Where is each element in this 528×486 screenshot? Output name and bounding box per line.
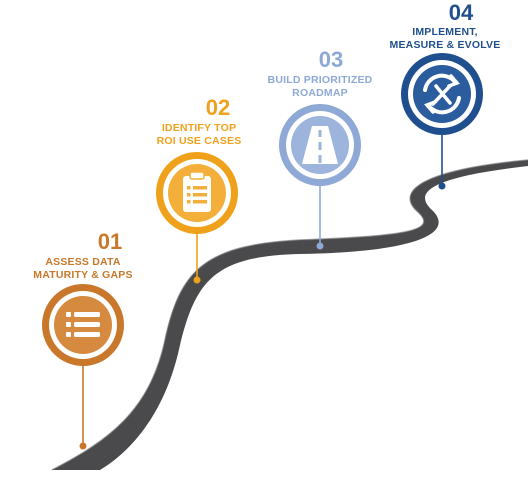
step-03-number: 03 [318, 47, 344, 72]
refresh-tools-icon [423, 73, 461, 115]
step-01-number: 01 [97, 229, 123, 254]
step-02-marker [156, 152, 238, 284]
step-03-title: BUILD PRIORITIZED ROADMAP [267, 74, 373, 99]
step-04-marker [401, 53, 483, 190]
step-03-marker [279, 104, 361, 250]
step-01-pin-dot [79, 442, 87, 450]
step-01-title: ASSESS DATA MATURITY & GAPS [33, 256, 133, 281]
step-03-pin-dot [316, 242, 324, 250]
winding-road [51, 159, 528, 471]
checklist-icon [66, 312, 100, 337]
step-04-label: 04 IMPLEMENT, MEASURE & EVOLVE [362, 2, 528, 52]
step-01-label: 01 ASSESS DATA MATURITY & GAPS [0, 231, 166, 282]
step-03-label: 03 BUILD PRIORITIZED ROADMAP [237, 49, 403, 100]
step-02-label: 02 IDENTIFY TOP ROI USE CASES [116, 97, 282, 148]
step-01-marker [42, 284, 124, 450]
road-icon [302, 126, 338, 164]
step-02-number: 02 [205, 95, 231, 120]
step-02-title: IDENTIFY TOP ROI USE CASES [156, 122, 242, 147]
step-04-pin-dot [438, 182, 446, 190]
step-02-pin-dot [193, 276, 201, 284]
step-04-number: 04 [448, 0, 474, 25]
clipboard-icon [183, 171, 211, 212]
step-04-title: IMPLEMENT, MEASURE & EVOLVE [389, 26, 501, 51]
